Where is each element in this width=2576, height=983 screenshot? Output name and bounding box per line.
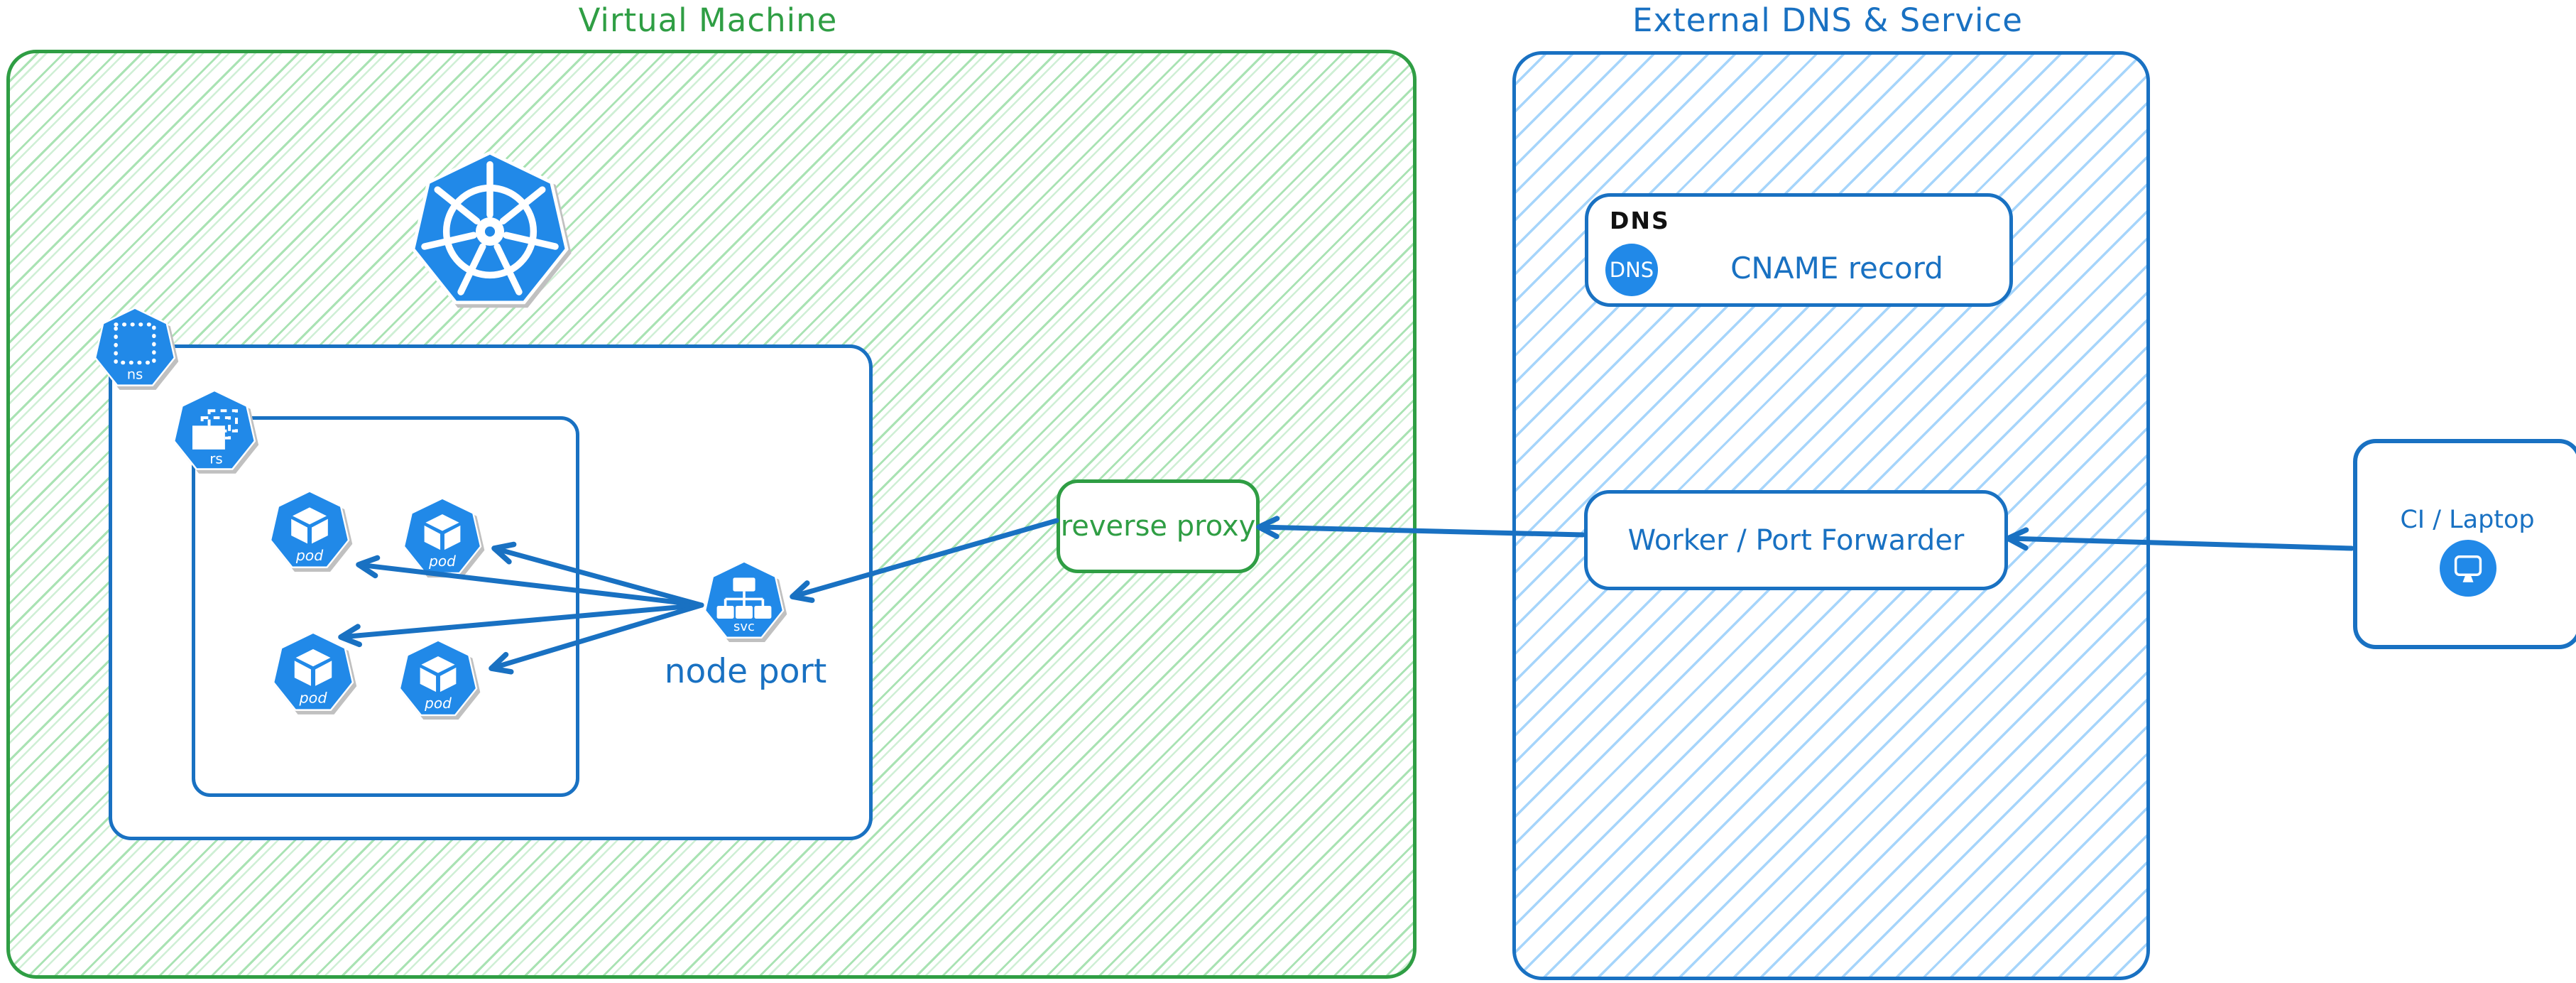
cname-record-label: CNAME record: [1730, 251, 1943, 286]
node-port-caption: node port: [664, 652, 827, 691]
svg-text:ns: ns: [127, 366, 143, 383]
pod-icon: pod: [398, 639, 478, 717]
svg-text:pod: pod: [424, 695, 452, 712]
ci-laptop-label: CI / Laptop: [2400, 506, 2535, 534]
pod-icon: pod: [403, 497, 482, 575]
dns-badge-label: DNS: [1609, 258, 1654, 282]
svg-text:svc: svc: [733, 619, 755, 634]
pod-icon: pod: [272, 631, 354, 711]
svg-text:pod: pod: [428, 553, 456, 570]
ci-laptop-box: CI / Laptop: [2353, 439, 2576, 649]
svg-text:pod: pod: [295, 547, 324, 564]
svg-text:pod: pod: [298, 689, 327, 706]
svg-text:rs: rs: [209, 451, 222, 467]
dns-badge-icon: DNS: [1605, 244, 1658, 296]
external-dns-service-title: External DNS & Service: [1632, 1, 2023, 39]
virtual-machine-title: Virtual Machine: [578, 1, 838, 39]
kubernetes-logo-icon: [406, 148, 574, 315]
service-icon: svc: [704, 560, 785, 639]
worker-port-forwarder-label: Worker / Port Forwarder: [1627, 523, 1965, 557]
pod-icon: pod: [269, 490, 350, 568]
reverse-proxy-box: reverse proxy: [1057, 479, 1260, 573]
worker-port-forwarder-box: Worker / Port Forwarder: [1584, 490, 2008, 590]
namespace-icon: ns: [94, 307, 176, 386]
dns-record-box: DNS DNS CNAME record: [1585, 193, 2013, 307]
monitor-icon: [2440, 540, 2496, 597]
reverse-proxy-label: reverse proxy: [1060, 510, 1256, 543]
dns-tag-label: DNS: [1610, 207, 1670, 234]
replicaset-icon: rs: [173, 389, 256, 470]
